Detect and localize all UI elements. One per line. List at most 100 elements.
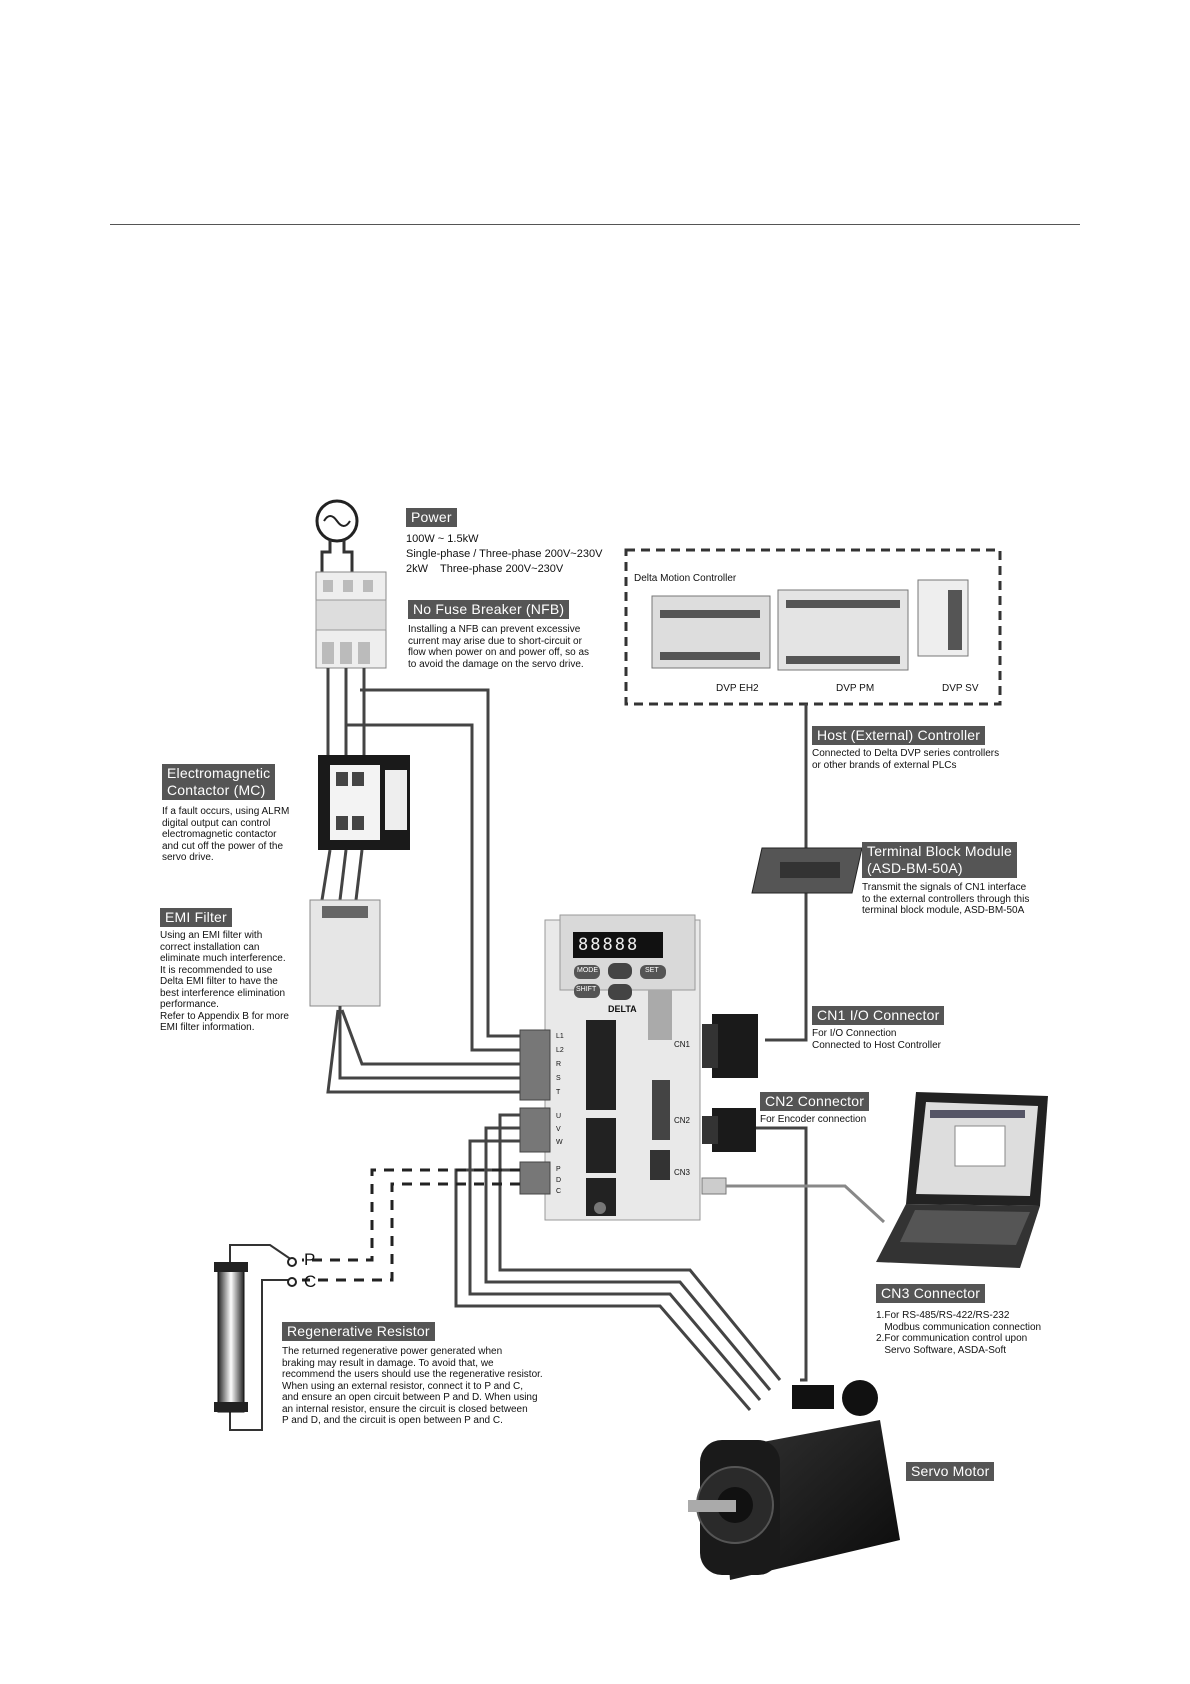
- terminal-label: L1: [556, 1033, 564, 1040]
- terminal-label: P: [556, 1166, 561, 1173]
- emi-line: correct installation can: [160, 941, 260, 953]
- emi-line: best interference elimination: [160, 987, 286, 999]
- power-line: Single-phase / Three-phase 200V~230V: [406, 548, 603, 560]
- cn3-line: 1.For RS-485/RS-422/RS-232: [876, 1310, 1010, 1321]
- regen-line: P and D, and the circuit is open between…: [282, 1415, 503, 1426]
- nfb-title: No Fuse Breaker (NFB): [408, 600, 570, 619]
- host-controller-title: Host (External) Controller: [812, 726, 986, 745]
- drive-motor-terminal-labels: U V W: [556, 1110, 563, 1149]
- ac-source-icon: [315, 499, 359, 575]
- cn1-line: For I/O Connection: [812, 1028, 897, 1039]
- host-controller-description: Connected to Delta DVP series controller…: [812, 748, 999, 771]
- regen-line: recommend the users should use the regen…: [282, 1369, 543, 1380]
- cn2-line: For Encoder connection: [760, 1114, 867, 1125]
- cn3-line: Servo Software, ASDA-Soft: [876, 1344, 1007, 1356]
- model-dvp-eh2: DVP EH2: [716, 683, 759, 694]
- nfb-line: Installing a NFB can prevent excessive: [408, 624, 581, 635]
- cn3-title: CN3 Connector: [876, 1284, 986, 1303]
- regen-line: The returned regenerative power generate…: [282, 1346, 503, 1357]
- terminal-label: R: [556, 1061, 562, 1068]
- cn1-connector-icon: [702, 1014, 758, 1078]
- mc-line: and cut off the power of the: [162, 840, 284, 852]
- motion-controller-box: [624, 548, 1002, 706]
- mc-line: servo drive.: [162, 852, 214, 863]
- cn3-line: 2.For communication control upon: [876, 1333, 1028, 1344]
- servo-motor-title: Servo Motor: [906, 1462, 995, 1481]
- regen-description: The returned regenerative power generate…: [282, 1346, 543, 1427]
- regenerative-resistor-icon: [214, 1244, 297, 1431]
- mc-title: Electromagnetic Contactor (MC): [162, 764, 276, 800]
- nfb-line: flow when power on and power off, so as: [408, 647, 590, 658]
- regen-line: When using an external resistor, connect…: [282, 1380, 524, 1392]
- regen-line: an internal resistor, ensure the circuit…: [282, 1403, 528, 1415]
- mc-line: If a fault occurs, using ALRM: [162, 806, 290, 817]
- terminal-p-label: P: [304, 1250, 316, 1269]
- terminal-label: W: [556, 1139, 563, 1146]
- mc-title-line: Electromagnetic: [167, 765, 271, 781]
- terminal-title-line: Terminal Block Module: [867, 843, 1013, 859]
- emi-line: It is recommended to use: [160, 964, 273, 976]
- drive-port-cn1: CN1: [674, 1040, 691, 1049]
- nfb-line: current may arise due to short-circuit o…: [408, 635, 582, 647]
- drive-display: 88888: [578, 935, 640, 955]
- mc-title-line: Contactor (MC): [167, 782, 266, 798]
- nfb-breaker-icon: [315, 571, 387, 669]
- cn3-usb-plug-icon: [701, 1177, 727, 1195]
- servo-drive-icon: [544, 914, 701, 1221]
- terminal-label: V: [556, 1126, 561, 1133]
- header-rule: [110, 224, 1080, 225]
- terminal-label: S: [556, 1075, 561, 1082]
- drive-shift-button: SHIFT: [576, 986, 597, 993]
- cn1-description: For I/O Connection Connected to Host Con…: [812, 1028, 941, 1051]
- terminal-label: C: [556, 1188, 562, 1195]
- contactor-icon: [318, 755, 410, 850]
- terminal-title-line: (ASD-BM-50A): [867, 860, 963, 876]
- drive-brand: DELTA: [608, 1004, 637, 1014]
- emi-line: performance.: [160, 999, 219, 1010]
- terminal-label: L2: [556, 1047, 564, 1054]
- mc-line: electromagnetic contactor: [162, 829, 277, 840]
- drive-port-cn3: CN3: [674, 1168, 691, 1177]
- cn2-connector-icon: [702, 1108, 756, 1152]
- regen-line: braking may result in damage. To avoid t…: [282, 1357, 494, 1369]
- emi-title: EMI Filter: [160, 908, 232, 927]
- terminal-block-description: Transmit the signals of CN1 interface to…: [862, 882, 1029, 917]
- terminal-line: terminal block module, ASD-BM-50A: [862, 905, 1025, 916]
- terminal-block-icon: [751, 847, 863, 894]
- power-line: 2kW Three-phase 200V~230V: [406, 563, 564, 575]
- emi-line: Refer to Appendix B for more: [160, 1010, 289, 1022]
- emi-line: Using an EMI filter with: [160, 930, 263, 941]
- regen-title: Regenerative Resistor: [282, 1322, 435, 1341]
- model-dvp-pm: DVP PM: [836, 683, 875, 694]
- emi-line: Delta EMI filter to have the: [160, 976, 278, 987]
- emi-description: Using an EMI filter with correct install…: [160, 930, 289, 1034]
- mc-line: digital output can control: [162, 817, 271, 829]
- terminal-label: U: [556, 1113, 562, 1120]
- plc-icons: [651, 579, 969, 671]
- power-line: 100W ~ 1.5kW: [406, 533, 479, 545]
- motion-controller-title: Delta Motion Controller: [634, 573, 737, 584]
- power-description: 100W ~ 1.5kW Single-phase / Three-phase …: [406, 532, 602, 577]
- laptop-icon: [876, 1092, 1048, 1268]
- drive-port-cn2: CN2: [674, 1116, 691, 1125]
- drive-mode-button: MODE: [577, 967, 598, 974]
- host-line: or other brands of external PLCs: [812, 759, 957, 771]
- power-title: Power: [406, 508, 457, 527]
- terminal-label: T: [556, 1089, 561, 1096]
- cn1-line: Connected to Host Controller: [812, 1039, 941, 1051]
- cn2-title: CN2 Connector: [760, 1092, 870, 1111]
- terminal-block-title: Terminal Block Module (ASD-BM-50A): [862, 842, 1018, 878]
- terminal-line: to the external controllers through this: [862, 893, 1030, 905]
- servo-motor-icon: [688, 1380, 900, 1580]
- mc-description: If a fault occurs, using ALRM digital ou…: [162, 806, 289, 864]
- drive-power-terminal-labels: L1 L2 R S T: [556, 1030, 564, 1100]
- cn3-description: 1.For RS-485/RS-422/RS-232 Modbus commun…: [876, 1310, 1041, 1356]
- host-line: Connected to Delta DVP series controller…: [812, 748, 1000, 759]
- terminal-c-label: C: [304, 1272, 317, 1291]
- cn3-line: Modbus communication connection: [876, 1321, 1042, 1333]
- terminal-line: Transmit the signals of CN1 interface: [862, 882, 1027, 893]
- emi-line: EMI filter information.: [160, 1022, 255, 1033]
- cn2-description: For Encoder connection: [760, 1114, 866, 1126]
- regen-line: and ensure an open circuit between P and…: [282, 1392, 538, 1403]
